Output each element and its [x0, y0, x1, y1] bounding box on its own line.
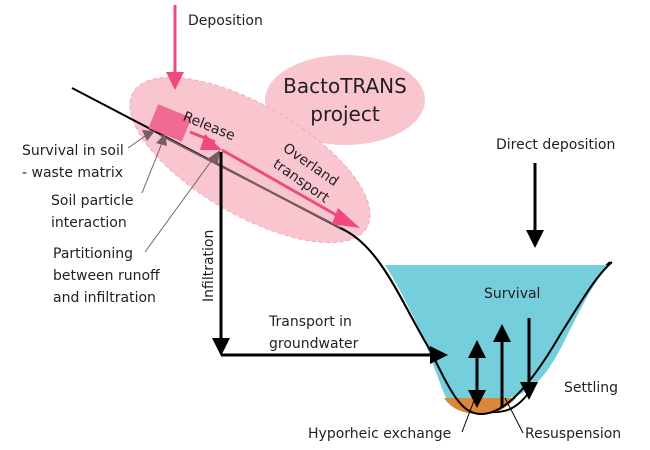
- label-groundwater-1: Transport in: [268, 314, 352, 330]
- label-settling: Settling: [564, 380, 618, 396]
- resuspension-arrowhead: [493, 324, 511, 342]
- settling-arrowhead: [520, 382, 538, 400]
- hyporheic-arrowhead-up: [468, 340, 486, 358]
- riverbank-line: [339, 227, 613, 416]
- pointer-soil-particle: [141, 142, 163, 194]
- pointer-partitioning: [144, 159, 213, 253]
- subsurface-line: [159, 134, 346, 231]
- pointer-head: [156, 134, 167, 146]
- groundwater-arrowhead: [430, 346, 448, 364]
- title-line-1: BactoTRANS: [283, 74, 407, 98]
- label-partitioning-2: between runoff: [53, 268, 160, 284]
- pointer-survival-soil: [127, 133, 149, 149]
- label-soil-particle-1: Soil particle: [51, 193, 133, 209]
- title-line-2: project: [310, 102, 380, 126]
- release-arrowhead: [200, 134, 222, 150]
- label-survival: Survival: [484, 286, 540, 302]
- label-hyporheic: Hyporheic exchange: [308, 426, 451, 442]
- pointer-head: [206, 150, 220, 163]
- deposition-arrowhead: [166, 72, 184, 90]
- label-survival-soil-1: Survival in soil: [22, 143, 124, 159]
- hyporheic-leader: [461, 397, 476, 433]
- overland-arrowhead: [332, 208, 360, 228]
- direct-deposition-arrowhead: [526, 230, 544, 248]
- label-survival-soil-2: - waste matrix: [22, 165, 123, 181]
- source-box: [148, 104, 192, 142]
- label-partitioning-3: and infiltration: [53, 290, 156, 306]
- label-soil-particle-2: interaction: [51, 215, 127, 231]
- bactotrans-ellipse: [265, 55, 425, 145]
- pointer-head: [142, 130, 155, 141]
- label-deposition: Deposition: [188, 13, 263, 29]
- hyporheic-arrowhead-down: [468, 390, 486, 408]
- overland-arrow: [221, 148, 346, 222]
- label-infiltration: Infiltration: [201, 230, 217, 302]
- label-partitioning-1: Partitioning: [53, 246, 133, 262]
- infiltration-arrowhead: [212, 338, 230, 356]
- resuspension-leader: [504, 397, 524, 434]
- water-body: [385, 265, 610, 400]
- label-direct-deposition: Direct deposition: [496, 137, 615, 153]
- label-resuspension: Resuspension: [525, 426, 621, 442]
- label-groundwater-2: groundwater: [269, 336, 359, 352]
